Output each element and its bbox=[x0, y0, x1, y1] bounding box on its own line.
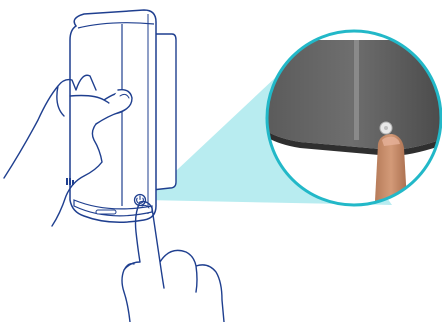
zoomed-device-body bbox=[262, 40, 440, 150]
zoomed-finger bbox=[374, 134, 408, 220]
device-bottom-port bbox=[96, 210, 116, 214]
power-icon bbox=[135, 195, 146, 206]
zoomed-device-seam bbox=[354, 40, 359, 140]
power-button-icon bbox=[380, 122, 392, 134]
device-body bbox=[70, 10, 156, 222]
